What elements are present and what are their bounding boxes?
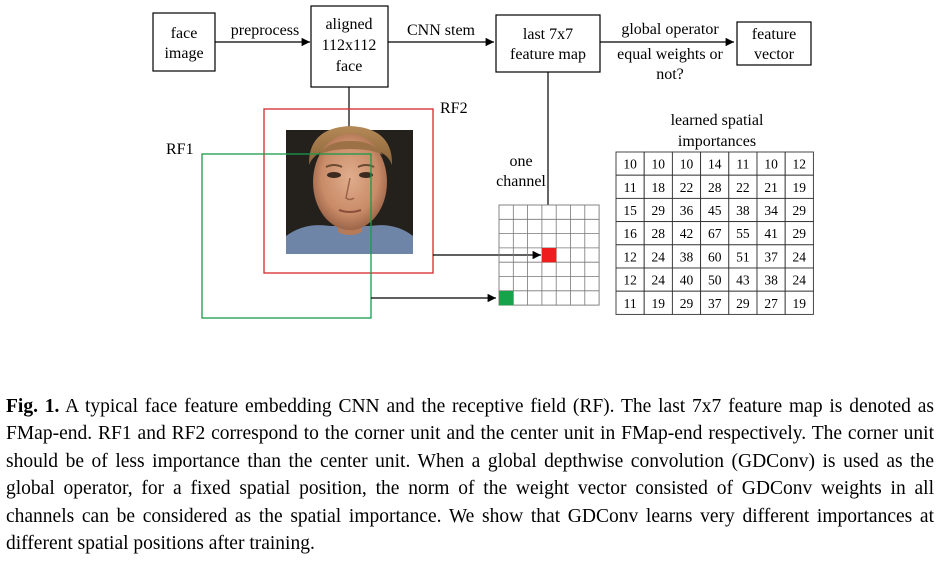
importance-value: 22	[736, 180, 750, 195]
importance-value: 15	[623, 203, 637, 218]
not-question-label: not?	[656, 66, 684, 83]
importance-value: 24	[652, 273, 666, 288]
importance-table: 10 10 10 14 11 10 12 11 18 22 28 22 21 19 15 29 36 45 38 34…	[615, 151, 814, 315]
equal-weights-label: equal weights or	[617, 46, 723, 63]
importance-value: 29	[793, 203, 807, 218]
cnn-stem-label: CNN stem	[407, 22, 476, 39]
corner-unit-cell	[499, 291, 514, 306]
rf1-box	[201, 153, 372, 319]
figure-diagram: face image preprocess aligned 112x112 fa…	[152, 5, 814, 319]
importance-value: 38	[680, 249, 694, 264]
importance-value: 12	[623, 273, 637, 288]
importance-cell	[784, 290, 814, 315]
importance-value: 10	[680, 157, 694, 172]
importance-value: 43	[736, 273, 750, 288]
importance-value: 38	[764, 273, 778, 288]
importance-value: 10	[623, 157, 637, 172]
importance-value: 19	[793, 180, 807, 195]
caption-label: Fig. 1.	[6, 395, 60, 417]
rf1-label: RF1	[166, 141, 194, 158]
feature-vector-label-line1: feature	[752, 26, 796, 43]
importance-value: 18	[652, 180, 666, 195]
preprocess-label: preprocess	[231, 22, 299, 39]
one-channel-grid	[498, 204, 600, 306]
face-image-box: face image	[152, 12, 216, 72]
importance-value: 34	[764, 203, 778, 218]
aligned-face-box: aligned 112x112 face	[310, 5, 389, 88]
caption-text: A typical face feature embedding CNN and…	[6, 395, 934, 555]
aligned-face-label-line3: face	[336, 58, 363, 75]
rf2-box	[263, 108, 434, 274]
feature-vector-box: feature vector	[736, 21, 812, 66]
importance-value: 37	[764, 249, 778, 264]
importance-value: 40	[680, 273, 694, 288]
importance-value: 10	[764, 157, 778, 172]
importance-value: 42	[680, 226, 694, 241]
importance-value: 24	[793, 249, 807, 264]
importance-value: 67	[708, 226, 722, 241]
importance-value: 11	[624, 180, 637, 195]
face-image-label-line2: image	[164, 45, 203, 62]
importance-value: 14	[708, 157, 722, 172]
importance-value: 51	[736, 249, 750, 264]
importance-value: 11	[736, 157, 749, 172]
global-operator-label: global operator	[621, 21, 719, 38]
center-unit-cell	[542, 248, 557, 263]
importance-value: 36	[680, 203, 694, 218]
importance-value: 21	[764, 180, 778, 195]
aligned-face-label-line1: aligned	[325, 16, 372, 33]
importance-value: 29	[793, 226, 807, 241]
importance-value: 24	[793, 273, 807, 288]
importance-value: 24	[652, 249, 666, 264]
importance-value: 10	[652, 157, 666, 172]
importance-value: 55	[736, 226, 750, 241]
importance-value: 37	[708, 296, 722, 311]
importance-value: 45	[708, 203, 722, 218]
importance-value: 27	[764, 296, 778, 311]
importance-value: 28	[708, 180, 722, 195]
importance-value: 12	[623, 249, 637, 264]
feature-map-label-line1: last 7x7	[523, 26, 573, 43]
importance-value: 28	[652, 226, 666, 241]
importance-value: 19	[652, 296, 666, 311]
importance-value: 22	[680, 180, 694, 195]
feature-map-label-line2: feature map	[510, 46, 586, 63]
importance-title-line2: importances	[678, 133, 756, 150]
importance-value: 29	[680, 296, 694, 311]
importance-title-line1: learned spatial	[671, 112, 764, 129]
feature-map-box: last 7x7 feature map	[495, 14, 601, 73]
importance-value: 60	[708, 249, 722, 264]
one-channel-label-line2: channel	[496, 173, 546, 190]
rf2-label: RF2	[440, 100, 468, 117]
importance-value: 38	[736, 203, 750, 218]
figure-caption: Fig. 1. A typical face feature embedding…	[6, 393, 934, 559]
importance-value: 11	[624, 296, 637, 311]
face-image-label-line1: face	[171, 25, 198, 42]
importance-value: 29	[652, 203, 666, 218]
importance-value: 16	[623, 226, 637, 241]
importance-value: 50	[708, 273, 722, 288]
aligned-face-label-line2: 112x112	[322, 37, 377, 54]
face-photo	[286, 126, 413, 254]
importance-value: 19	[793, 296, 807, 311]
feature-vector-label-line2: vector	[754, 46, 795, 63]
importance-value: 29	[736, 296, 750, 311]
one-channel-label-line1: one	[509, 153, 532, 170]
importance-value: 12	[793, 157, 807, 172]
importance-value: 41	[764, 226, 778, 241]
channel-grid-outline	[498, 204, 600, 306]
